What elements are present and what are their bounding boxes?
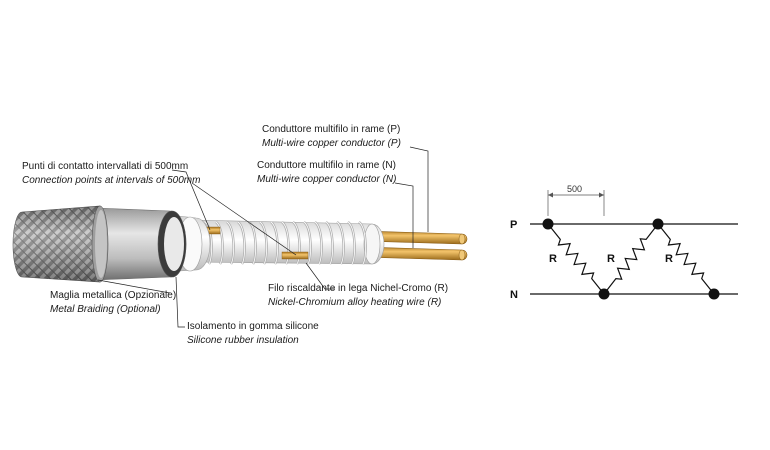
heating-wire-turn-highlight-1 [204, 221, 213, 265]
resistor-3 [657, 223, 715, 295]
conductor-n-end [458, 249, 466, 261]
label-insulation: Isolamento in gomma silicone [187, 321, 319, 332]
cable-labels: Conduttore multifilo in rame (P) Multi-w… [22, 124, 448, 346]
dimension-label: 500 [567, 184, 582, 194]
cable-jacket-inner [164, 217, 184, 271]
label-contact-points-en: Connection points at intervals of 500mm [22, 175, 200, 186]
heating-wire-turn-highlight-6 [259, 221, 268, 265]
heating-wire-turn-highlight-9 [292, 221, 301, 265]
leader-insulation [175, 276, 185, 328]
junction-p-2 [652, 218, 664, 230]
label-insulation-en: Silicone rubber insulation [187, 335, 299, 346]
heating-wire-turn-highlight-12 [325, 221, 334, 265]
resistor-network [547, 223, 715, 295]
label-conductor-p: Conduttore multifilo in rame (P) [262, 124, 400, 135]
label-heating-wire: Filo riscaldante in lega Nichel-Cromo (R… [268, 283, 448, 294]
label-conductor-n: Conduttore multifilo in rame (N) [257, 160, 396, 171]
leader-conductor-n [394, 182, 414, 248]
junction-n-2 [708, 288, 720, 300]
leader-heating-wire [305, 262, 335, 290]
dimension-arrow-right [599, 192, 604, 198]
label-braiding: Maglia metallica (Opzionale) [50, 290, 176, 301]
leader-conductor-p [409, 146, 429, 232]
heating-wire-turn-highlight-7 [270, 221, 279, 265]
heating-wire-spiral [204, 221, 367, 265]
heating-wire-turn-highlight-2 [215, 221, 224, 265]
heating-wire-turn-highlight-13 [336, 221, 345, 265]
spacing-dimension [547, 190, 605, 216]
junction-p-1 [542, 218, 554, 230]
resistor-label-2: R [607, 253, 615, 265]
leader-lines [97, 146, 429, 328]
circuit-schematic: 500 P N R R R [510, 184, 738, 301]
label-conductor-p-en: Multi-wire copper conductor (P) [262, 138, 401, 149]
label-braiding-en: Metal Braiding (Optional) [50, 304, 161, 315]
heating-wire-turn-highlight-15 [358, 221, 367, 265]
leader-contact-1 [171, 169, 211, 231]
resistor-label-3: R [665, 253, 673, 265]
leader-contact-2 [191, 182, 297, 256]
cable-illustration [12, 205, 468, 283]
resistor-1 [547, 223, 605, 295]
label-conductor-n-en: Multi-wire copper conductor (N) [257, 174, 397, 185]
heating-wire-turn-highlight-10 [303, 221, 312, 265]
bus-label-p: P [510, 219, 517, 231]
label-contact-points: Punti di contatto intervallati di 500mm [22, 161, 188, 172]
heating-wire-turn-highlight-3 [226, 221, 235, 265]
inner-core-end [363, 223, 381, 265]
leader-braiding [97, 279, 171, 294]
resistor-label-1: R [549, 253, 557, 265]
heating-wire-turn-highlight-8 [281, 221, 290, 265]
heating-wire-turn-highlight-11 [314, 221, 323, 265]
heating-wire-turn-highlight-4 [237, 221, 246, 265]
metal-braiding-shade [13, 206, 100, 282]
heating-wire-turn-highlight-5 [248, 221, 257, 265]
resistor-2 [603, 223, 659, 295]
label-heating-wire-en: Nickel-Chromium alloy heating wire (R) [268, 297, 441, 308]
dimension-arrow-left [548, 192, 553, 198]
jacket-under-braid [95, 210, 107, 278]
bus-label-n: N [510, 289, 518, 301]
conductor-p-end [458, 233, 466, 245]
junction-n-1 [598, 288, 610, 300]
heating-wire-turn-highlight-14 [347, 221, 356, 265]
contact-point-2 [281, 251, 309, 260]
